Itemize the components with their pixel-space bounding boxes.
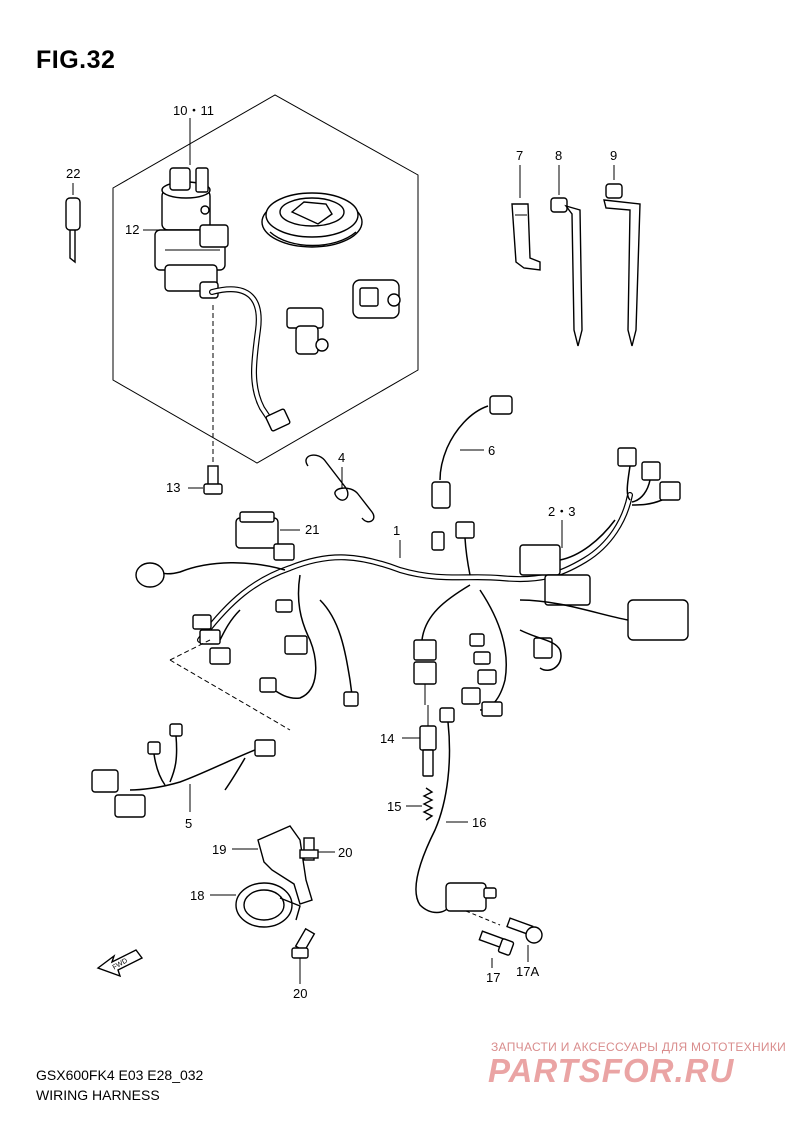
bolt-17a [506, 917, 543, 962]
clamp-7 [511, 165, 541, 271]
main-wiring-harness [135, 447, 689, 717]
steering-lock [352, 279, 401, 319]
horn-bracket-19 [232, 825, 335, 905]
sensor-14 [402, 705, 437, 777]
callout-14: 14 [380, 731, 394, 746]
ignition-connector [265, 408, 291, 432]
cable-tie-9 [603, 165, 641, 347]
watermark-tagline: ЗАПЧАСТИ И АКСЕССУАРЫ ДЛЯ МОТОТЕХНИКИ [491, 1040, 787, 1054]
cable-tie-8 [550, 165, 583, 347]
callout-17: 17 [486, 970, 500, 985]
ignition-switch [154, 167, 229, 299]
spring-15 [406, 787, 434, 821]
callout-20-upper: 20 [338, 845, 352, 860]
ignition-key [65, 183, 81, 264]
harness-clip-4 [305, 454, 375, 523]
callout-19: 19 [212, 842, 226, 857]
horn-18 [210, 882, 301, 928]
bolt-17 [478, 930, 515, 968]
screw-20 [291, 927, 316, 984]
screw-13 [188, 305, 223, 495]
callout-12: 12 [125, 222, 139, 237]
seat-lock [286, 307, 329, 355]
callout-4: 4 [338, 450, 345, 465]
callout-6: 6 [488, 443, 495, 458]
sensor-module [519, 519, 616, 606]
callout-20-lower: 20 [293, 986, 307, 1001]
lead-6 [431, 395, 513, 509]
figure-code: GSX600FK4 E03 E28_032 [36, 1067, 204, 1083]
callout-18: 18 [190, 888, 204, 903]
callout-15: 15 [387, 799, 401, 814]
callout-16: 16 [472, 815, 486, 830]
callout-21: 21 [305, 522, 319, 537]
callout-1: 1 [393, 523, 400, 538]
watermark-logo: PARTSFOR.RU [488, 1052, 735, 1089]
fuel-cap-lock [261, 192, 363, 248]
ignition-kit-group [112, 94, 419, 464]
callout-9: 9 [610, 148, 617, 163]
figure-name: WIRING HARNESS [36, 1087, 160, 1103]
callout-7: 7 [516, 148, 523, 163]
callout-22: 22 [66, 166, 80, 181]
switch-16 [415, 707, 501, 926]
callout-10-11: 10・11 [173, 103, 214, 118]
callout-17a: 17A [516, 964, 539, 979]
sub-harness-5 [91, 639, 291, 818]
callout-13: 13 [166, 480, 180, 495]
callout-8: 8 [555, 148, 562, 163]
fwd-arrow: FWD [96, 949, 144, 978]
relay-21 [235, 511, 300, 549]
callout-2-3: 2・3 [548, 504, 575, 519]
callout-5: 5 [185, 816, 192, 831]
figure-title: FIG.32 [36, 46, 116, 74]
ignition-kit-outline [112, 94, 419, 464]
